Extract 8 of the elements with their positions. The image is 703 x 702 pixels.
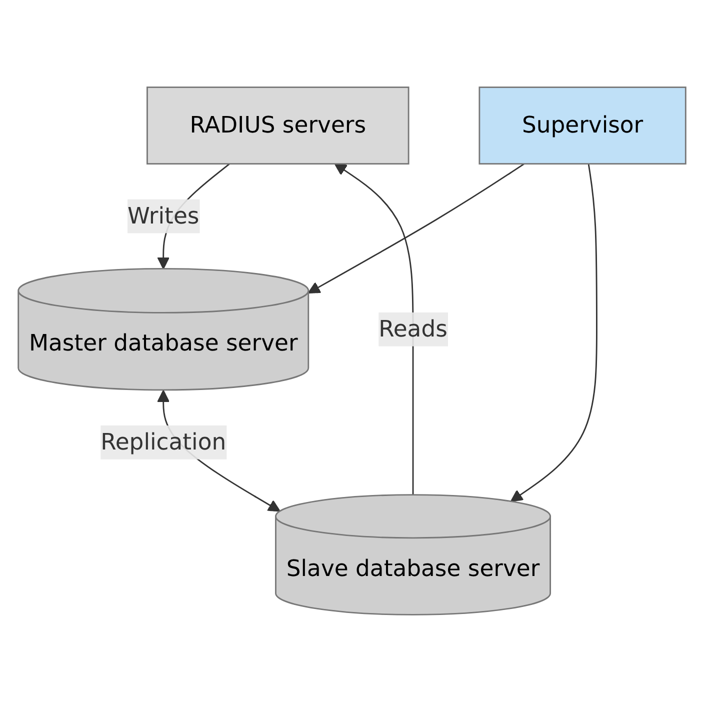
edge-label: Replication <box>100 428 226 456</box>
arrow <box>334 163 414 495</box>
edge-label: Writes <box>127 202 199 230</box>
node-box: RADIUS servers <box>146 86 409 165</box>
arrow <box>307 163 524 294</box>
edge-label: Reads <box>378 315 447 342</box>
node-box: Supervisor <box>478 86 686 165</box>
arrow <box>510 164 597 502</box>
